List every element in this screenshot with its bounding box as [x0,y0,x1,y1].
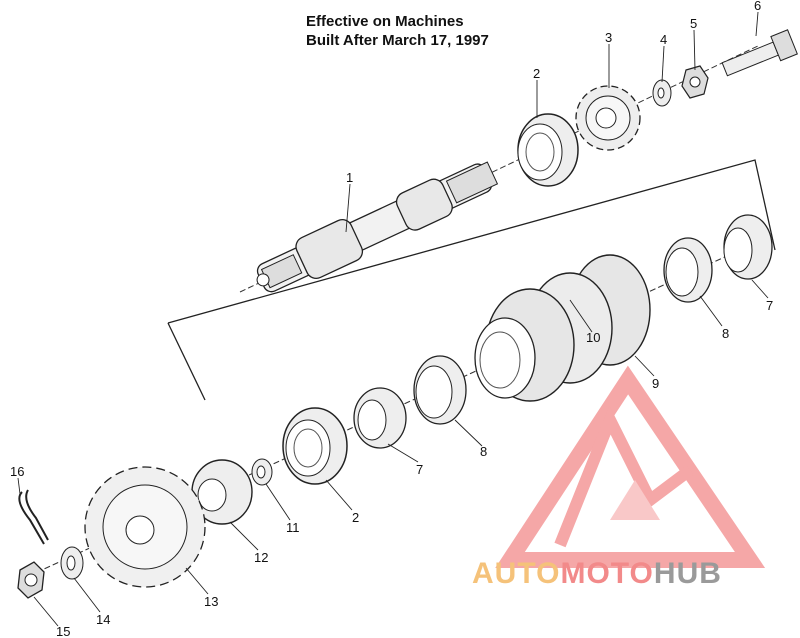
callout-2-upper: 2 [533,66,540,81]
part-6-bolt [721,29,798,77]
group-outline [167,159,776,324]
callout-5: 5 [690,16,697,31]
callout-4: 4 [660,32,667,47]
effectivity-note-line2: Built After March 17, 1997 [306,32,489,49]
callout-3: 3 [605,30,612,45]
part-11-washer [251,458,273,486]
callout-11: 11 [286,520,300,535]
part-8-cup-upper [663,237,713,303]
part-2-bearing-upper [517,113,579,187]
part-13-sprocket-large [84,466,206,588]
part-15-nut [17,561,45,599]
callout-8-lower: 8 [480,444,487,459]
part-7-cone-upper [723,214,773,280]
part-16-cotter-pin [18,489,49,545]
callout-16: 16 [10,464,24,479]
effectivity-note-line1: Effective on Machines [306,13,464,30]
watermark-word-auto: AUTO [472,557,561,590]
callout-1: 1 [346,170,353,185]
watermark-word-moto: MOTO [560,557,654,590]
callout-13: 13 [204,594,218,609]
group-outline-lower [167,322,206,401]
part-9-housing [474,254,651,402]
effectivity-note: Effective on Machines Built After March … [306,12,489,50]
callout-14: 14 [96,612,110,627]
callout-6: 6 [754,0,761,13]
watermark-logo-mark [495,365,766,568]
part-14-washer [60,546,84,580]
part-12-spacer [191,459,253,525]
callout-10: 10 [586,330,600,345]
callout-9: 9 [652,376,659,391]
callout-15: 15 [56,624,70,638]
callout-12: 12 [254,550,268,565]
callout-8-upper: 8 [722,326,729,341]
callout-7-upper: 7 [766,298,773,313]
watermark-wordmark: AUTOMOTOHUB [472,557,722,591]
callout-2-lower: 2 [352,510,359,525]
part-3-sprocket-small [575,85,641,151]
part-4-washer [652,79,672,107]
watermark-word-hub: HUB [653,557,722,590]
callout-7-lower: 7 [416,462,423,477]
part-8-cup-lower [413,355,467,425]
part-5-nut [681,65,709,99]
part-7-cone-lower [353,387,407,449]
part-1-shaft [256,161,499,293]
part-2-bearing-lower [282,407,348,485]
